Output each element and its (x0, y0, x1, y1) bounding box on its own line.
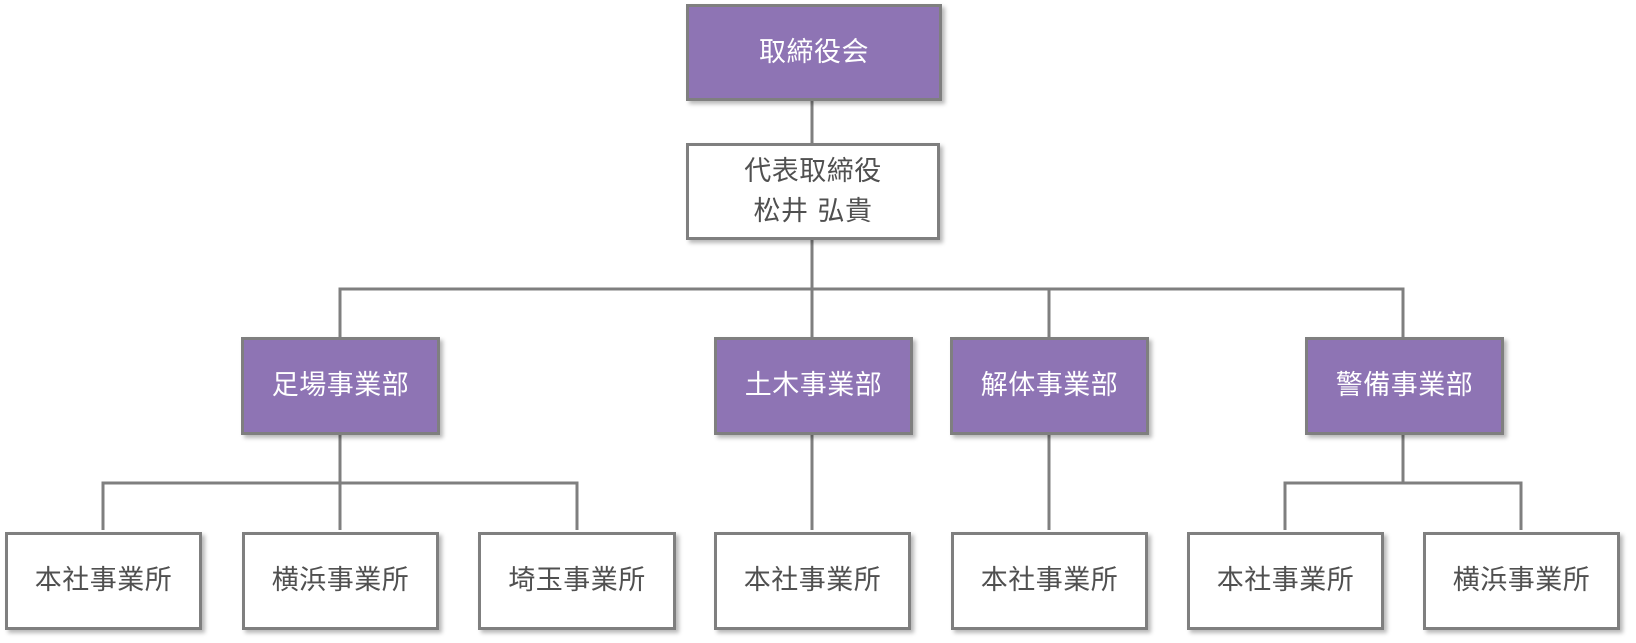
office-box: 本社事業所 (951, 532, 1148, 630)
department-box-scaffold: 足場事業部 (241, 337, 440, 435)
office-label: 本社事業所 (1216, 565, 1355, 596)
department-box-demolition: 解体事業部 (950, 337, 1149, 435)
president-to-departments-line (338, 239, 1405, 337)
office-box: 本社事業所 (714, 532, 911, 630)
scaffold-to-offices-line (101, 433, 579, 530)
department-label: 解体事業部 (980, 370, 1119, 401)
office-box: 横浜事業所 (1423, 532, 1620, 630)
office-label: 横浜事業所 (1452, 565, 1591, 596)
office-label: 埼玉事業所 (508, 565, 646, 596)
department-label: 警備事業部 (1335, 370, 1474, 401)
department-label: 足場事業部 (271, 370, 410, 401)
department-box-security: 警備事業部 (1305, 337, 1504, 435)
board-box: 取締役会 (686, 4, 942, 101)
office-label: 本社事業所 (980, 565, 1119, 596)
president-title: 代表取締役 (744, 155, 882, 187)
office-box: 本社事業所 (5, 532, 202, 630)
department-box-civil: 土木事業部 (714, 337, 913, 435)
security-to-offices-line (1283, 433, 1523, 530)
office-label: 横浜事業所 (271, 565, 410, 596)
president-name: 松井 弘貴 (753, 195, 873, 227)
board-label: 取締役会 (759, 36, 869, 68)
president-box: 代表取締役 松井 弘貴 (686, 143, 940, 240)
department-label: 土木事業部 (744, 370, 883, 401)
office-label: 本社事業所 (743, 565, 882, 596)
office-box: 本社事業所 (1187, 532, 1384, 630)
office-label: 本社事業所 (34, 565, 173, 596)
office-box: 横浜事業所 (242, 532, 439, 630)
office-box: 埼玉事業所 (478, 532, 676, 630)
